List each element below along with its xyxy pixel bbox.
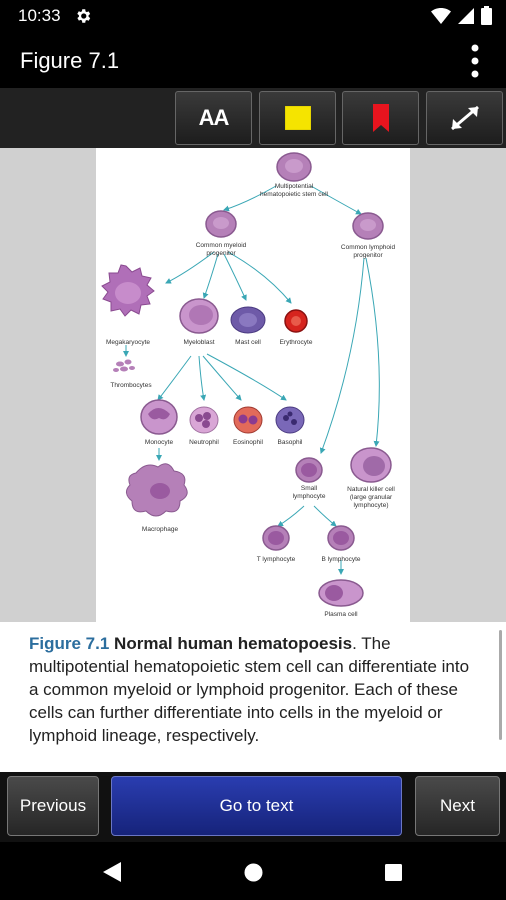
gear-icon [77, 9, 91, 23]
mast-cell [230, 306, 266, 334]
label-basophil: Basophil [278, 439, 303, 446]
label-nk-3: lymphocyte) [353, 502, 388, 509]
system-nav-bar [0, 842, 506, 900]
megakaryocyte-cell [101, 264, 155, 317]
label-eosinophil: Eosinophil [233, 439, 264, 446]
thrombocytes [113, 359, 135, 372]
label-monocyte: Monocyte [145, 439, 174, 446]
nk-cell [350, 447, 392, 483]
signal-icon [458, 7, 474, 24]
font-size-button[interactable]: AA [175, 91, 252, 145]
label-erythrocyte: Erythrocyte [280, 339, 313, 346]
label-small-lymph-1: Small [301, 485, 318, 492]
figure-toolbar: AA [0, 88, 506, 148]
label-small-lymph-2: lymphocyte [293, 493, 326, 500]
label-macrophage: Macrophage [142, 526, 179, 533]
wifi-icon [431, 7, 451, 24]
bookmark-icon [372, 104, 389, 132]
eosinophil-cell [233, 406, 263, 434]
lymphoid-progenitor-cell [352, 212, 384, 240]
lineage-arrows [123, 185, 380, 575]
caption-scrollbar[interactable] [499, 630, 502, 740]
next-button[interactable]: Next [415, 776, 500, 836]
back-icon[interactable] [103, 862, 121, 882]
go-to-text-button[interactable]: Go to text [111, 776, 402, 836]
figure-viewer[interactable]: Multipotential hematopoietic stem cell C… [0, 148, 506, 622]
caption-body: . The multipotential hematopoietic stem … [29, 634, 470, 745]
highlight-button[interactable] [259, 91, 336, 145]
myeloblast-cell [179, 298, 219, 334]
bookmark-button[interactable] [342, 91, 419, 145]
more-vert-icon[interactable] [470, 44, 480, 78]
figure-caption: Figure 7.1 Normal human hematopoesis. Th… [0, 622, 506, 772]
recents-icon[interactable] [385, 864, 402, 881]
caption-figure-title: Normal human hematopoesis [114, 634, 353, 653]
caption-figure-number: Figure 7.1 [29, 634, 110, 653]
t-lymphocyte-cell [262, 525, 290, 551]
monocyte-cell [140, 399, 178, 435]
label-myeloblast: Myeloblast [183, 339, 214, 346]
app-bar: Figure 7.1 [0, 32, 506, 88]
basophil-cell [275, 406, 305, 434]
label-stem-cell-2: hematopoietic stem cell [260, 191, 328, 198]
highlight-icon [284, 106, 311, 130]
label-lymphoid-1: Common lymphoid [341, 244, 396, 251]
previous-button[interactable]: Previous [7, 776, 99, 836]
status-time: 10:33 [18, 6, 61, 25]
macrophage-cell [126, 463, 188, 517]
hematopoiesis-diagram: Multipotential hematopoietic stem cell C… [101, 152, 396, 618]
home-icon[interactable] [244, 863, 263, 882]
page-title: Figure 7.1 [20, 48, 120, 73]
neutrophil-cell [189, 406, 219, 434]
label-thrombocytes: Thrombocytes [110, 382, 152, 389]
expand-arrows-icon [450, 105, 479, 131]
label-plasma: Plasma cell [324, 611, 358, 618]
bottom-bar: Previous Go to text Next [0, 772, 506, 842]
erythrocyte-cell [284, 309, 308, 333]
b-lymphocyte-cell [327, 525, 355, 551]
battery-icon [481, 6, 492, 25]
status-bar: 10:33 [0, 0, 506, 32]
label-neutrophil: Neutrophil [189, 439, 219, 446]
label-lymphoid-2: progenitor [353, 252, 383, 259]
label-nk-2: (large granular [350, 494, 393, 501]
caption-text: Figure 7.1 Normal human hematopoesis. Th… [29, 632, 479, 747]
label-b-lymph: B lymphocyte [321, 556, 360, 563]
plasma-cell [318, 579, 364, 607]
myeloid-progenitor-cell [205, 210, 237, 238]
label-stem-cell-1: Multipotential [275, 183, 314, 190]
label-nk-1: Natural killer cell [347, 486, 395, 493]
label-myeloid-2: progenitor [206, 250, 236, 257]
fullscreen-button[interactable] [426, 91, 503, 145]
label-megakaryocyte: Megakaryocyte [106, 339, 150, 346]
label-myeloid-1: Common myeloid [196, 242, 247, 249]
hematopoiesis-figure: Multipotential hematopoietic stem cell C… [96, 148, 410, 622]
stem-cell [276, 152, 312, 182]
small-lymphocyte-cell [295, 457, 323, 483]
label-t-lymph: T lymphocyte [257, 556, 296, 563]
font-size-icon: AA [198, 105, 230, 130]
label-mast-cell: Mast cell [235, 339, 261, 346]
